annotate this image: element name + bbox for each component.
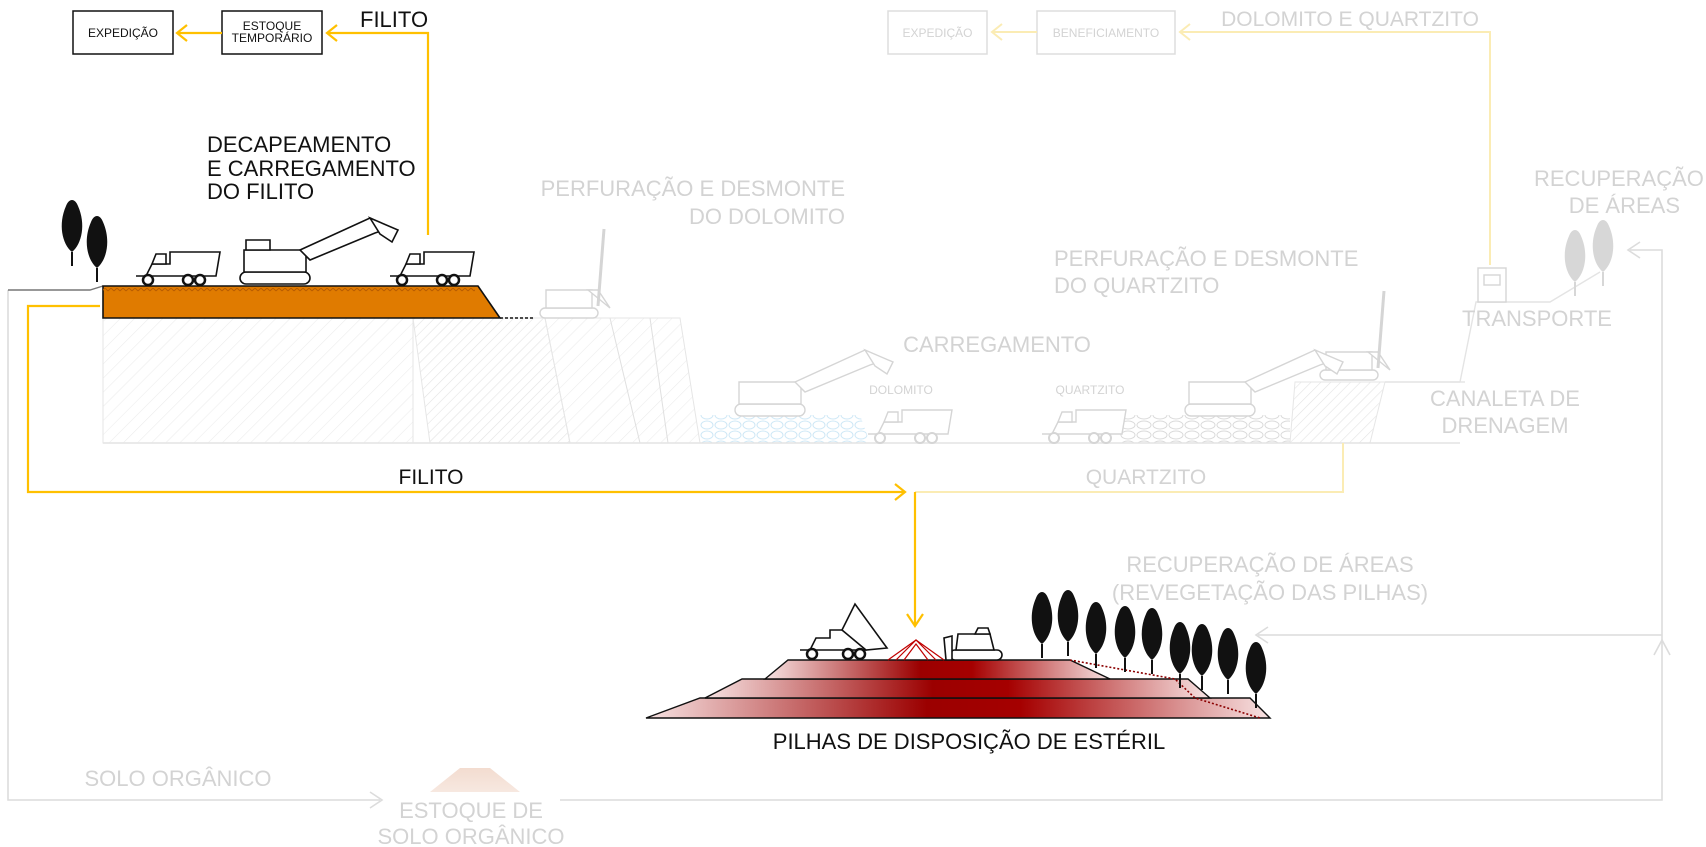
recuperacao-pilhas-label-2: (REVEGETAÇÃO DAS PILHAS): [1112, 580, 1428, 605]
recuperacao-label-2: DE ÁREAS: [1569, 193, 1680, 218]
flow-filito-top: [327, 31, 430, 235]
transporte-label: TRANSPORTE: [1462, 306, 1612, 331]
active-top-flow: EXPEDIÇÃO ESTOQUE TEMPORÁRIO FILITO: [72, 7, 430, 235]
drill-rig-icon: [538, 227, 612, 320]
canaleta-label-2: DRENAGEM: [1441, 413, 1568, 438]
faded-flows: [7, 241, 1671, 809]
filito-bottom-label: FILITO: [399, 466, 464, 489]
dolomito-small-label: DOLOMITO: [869, 383, 933, 397]
estoque-solo-label-2: SOLO ORGÂNICO: [377, 824, 564, 847]
solo-organico-label: SOLO ORGÂNICO: [84, 766, 271, 791]
faded-machines: [538, 219, 1615, 444]
perfuracao-quartzito-label: PERFURAÇÃO E DESMONTE: [1054, 246, 1358, 271]
soil-stockpile: [430, 768, 520, 792]
arrowhead-beneficiamento: [1178, 23, 1191, 41]
tree-icon: [1216, 627, 1240, 695]
decapeamento-label-3: DO FILITO: [207, 179, 314, 204]
expedicao-right-label: EXPEDIÇÃO: [902, 26, 972, 40]
recuperacao-pilhas-label: RECUPERAÇÃO DE ÁREAS: [1126, 552, 1413, 577]
estoque-temporario-box: [221, 10, 323, 55]
flow-solo-organico: [7, 290, 380, 801]
faded-labels: PERFURAÇÃO E DESMONTE DO DOLOMITO PERFUR…: [84, 166, 1703, 847]
beneficiamento-label: BENEFICIAMENTO: [1053, 26, 1159, 40]
expedicao-left-box: [72, 10, 174, 55]
truck-icon: [388, 250, 476, 287]
flow-quartzito: [915, 443, 1344, 493]
filito-top-label: FILITO: [360, 7, 428, 32]
excavator-icon: [239, 217, 399, 285]
dump-truck-icon: [800, 602, 889, 661]
tree-icon: [1084, 601, 1108, 669]
pilhas-label: PILHAS DE DISPOSIÇÃO DE ESTÉRIL: [773, 729, 1165, 754]
pilhas-section: PILHAS DE DISPOSIÇÃO DE ESTÉRIL: [645, 589, 1272, 754]
beneficiamento-box: [1036, 10, 1176, 55]
decapeamento-label: DECAPEAMENTO: [207, 132, 391, 157]
perfuracao-dolomito-label: PERFURAÇÃO E DESMONTE: [541, 176, 845, 201]
flow-dolomito-quartzito: [1180, 31, 1491, 265]
recuperacao-label: RECUPERAÇÃO: [1534, 166, 1704, 191]
arrowhead-expedicao-right: [990, 23, 1003, 41]
tree-icon: [1030, 591, 1054, 659]
pile-tier-1: [763, 659, 1111, 680]
quartzito-bottom-label: QUARTZITO: [1086, 466, 1207, 489]
tree-icon: [1563, 229, 1587, 297]
decapeamento-label-2: E CARREGAMENTO: [207, 156, 416, 181]
decapeamento-section: DECAPEAMENTO E CARREGAMENTO DO FILITO FI…: [8, 132, 924, 628]
faded-pit-profile: [102, 271, 1601, 444]
truck-icon: [1041, 409, 1127, 444]
faded-top-flow: EXPEDIÇÃO BENEFICIAMENTO DOLOMITO E QUAR…: [887, 8, 1491, 265]
perfuracao-dolomito-label-2: DO DOLOMITO: [689, 204, 845, 229]
quartzito-small-label: QUARTZITO: [1056, 383, 1125, 397]
expedicao-left-label: EXPEDIÇÃO: [88, 26, 158, 40]
tree-icon: [1591, 219, 1615, 287]
dolomito-quartzito-label: DOLOMITO E QUARTZITO: [1221, 8, 1479, 31]
tree-icon: [1113, 605, 1137, 673]
tree-icon: [1190, 623, 1214, 691]
flow-filito-bottom: [26, 304, 905, 494]
bulldozer-icon: [943, 627, 1003, 661]
tree-icon: [60, 199, 84, 267]
perfuracao-quartzito-label-2: DO QUARTZITO: [1054, 273, 1219, 298]
truck-icon: [867, 409, 953, 444]
carregamento-label: CARREGAMENTO: [903, 332, 1091, 357]
canaleta-label: CANALETA DE: [1430, 386, 1580, 411]
pile-tier-3: [645, 697, 1272, 719]
estoque-solo-label: ESTOQUE DE: [399, 798, 543, 823]
estoque-temporario-label: ESTOQUE: [243, 19, 301, 33]
pile-tier-2: [704, 678, 1212, 699]
expedicao-right-box: [887, 10, 988, 55]
flow-recuperacao-areas: [560, 249, 1663, 801]
estoque-temporario-label-2: TEMPORÁRIO: [232, 30, 313, 45]
tree-icon: [1056, 589, 1080, 657]
tree-icon: [1140, 607, 1164, 675]
truck-icon: [134, 250, 222, 287]
tree-icon: [85, 215, 109, 283]
